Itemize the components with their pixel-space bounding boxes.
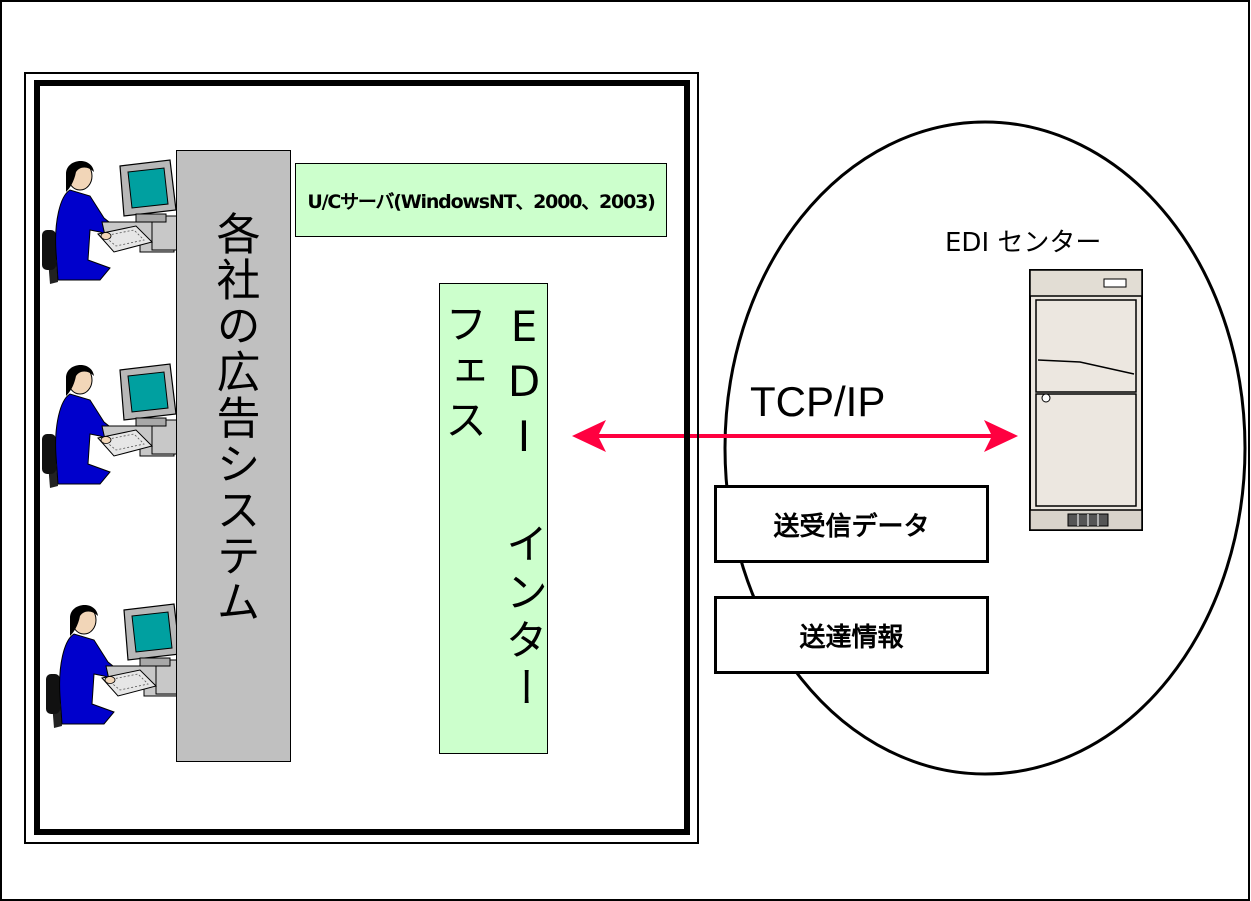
send-receive-data-label: 送受信データ <box>773 511 930 542</box>
delivery-info-box: 送達情報 <box>714 596 989 674</box>
company-systems-frame-inner <box>34 80 690 835</box>
tcpip-connection-arrow <box>572 420 1018 452</box>
delivery-info-label: 送達情報 <box>799 622 904 653</box>
edi-center-label: EDI センター <box>945 228 1102 258</box>
uc-server-box: U/Cサーバ(WindowsNT、2000、2003) <box>295 163 667 237</box>
edi-center-ellipse <box>723 120 1247 776</box>
edi-interface-label: EDI インターフェス <box>438 302 549 714</box>
server-tower-icon <box>1029 269 1143 531</box>
tcpip-label: TCP/IP <box>750 378 886 425</box>
ad-system-bar: 各社の広告システム <box>176 150 291 762</box>
company-systems-frame <box>24 72 699 844</box>
edi-interface-box: EDI インターフェス <box>438 283 549 754</box>
uc-server-label: U/Cサーバ(WindowsNT、2000、2003) <box>307 190 655 213</box>
send-receive-data-box: 送受信データ <box>714 485 989 563</box>
ad-system-label: 各社の広告システム <box>208 211 260 625</box>
